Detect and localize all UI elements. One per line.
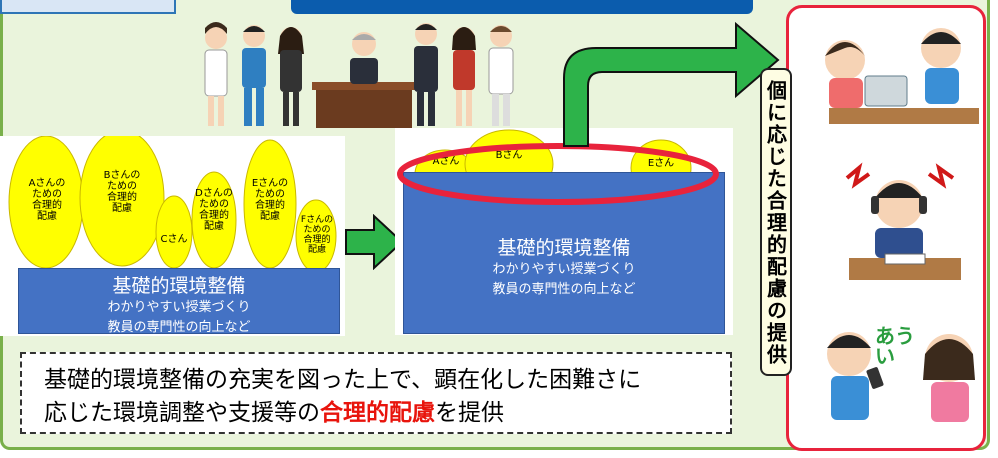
ellipse-c-label: Cさん xyxy=(160,234,188,245)
person-doctor-male xyxy=(488,25,514,126)
ellipse-b xyxy=(79,136,165,267)
kids-laptop-illustration xyxy=(825,28,979,124)
ellipse-f-label: Fさんの ための 合理的 配慮 xyxy=(300,215,334,255)
base-line2-right: 教員の専門性の向上など xyxy=(492,282,636,297)
ellipse-c xyxy=(155,195,193,269)
support-illustrations xyxy=(825,28,979,422)
person-teacher-male xyxy=(414,23,438,126)
red-highlight-oval xyxy=(397,143,719,205)
vertical-label-text: 個に応じた合理的配慮の提供 xyxy=(763,80,788,366)
base-line1: わかりやすい授業づくり xyxy=(107,300,251,315)
note-line1: 基礎的環境整備の充実を図った上で、顕在化した困難さに xyxy=(44,367,642,393)
note-line2-pre: 応じた環境調整や支援等の xyxy=(44,400,320,426)
r-ellipse-a-label: Aさん xyxy=(432,156,460,167)
base-box-left: 基礎的環境整備 わかりやすい授業づくり 教員の専門性の向上など xyxy=(18,268,340,335)
up-right-arrow xyxy=(563,21,780,147)
ellipse-e-label: Eさんの ための 合理的 配慮 xyxy=(251,178,289,222)
person-teacher-female xyxy=(452,27,476,126)
ellipse-a-label: Aさんの ための 合理的 配慮 xyxy=(28,178,66,222)
base-title-right: 基礎的環境整備 xyxy=(497,237,631,259)
left-ellipses xyxy=(8,136,337,273)
right-diagram: 基礎的環境整備 わかりやすい授業づくり 教員の専門性の向上など Aさん Bさん … xyxy=(395,128,733,335)
person-staff-female xyxy=(278,27,304,126)
note-line2: 応じた環境調整や支援等の合理的配慮を提供 xyxy=(44,397,730,430)
individual-support-panel: あうい xyxy=(786,5,986,451)
headphones-boy-illustration xyxy=(845,162,961,280)
base-line2: 教員の専門性の向上など xyxy=(107,320,251,335)
ellipse-d-label: Dさんの ための 合理的 配慮 xyxy=(195,188,233,232)
phone-conversation-illustration xyxy=(827,332,975,422)
top-center-header-tab xyxy=(291,0,753,14)
school-staff-illustration xyxy=(204,22,514,128)
top-left-header-tab xyxy=(0,0,176,14)
note-line2-post: を提供 xyxy=(435,400,504,426)
speech-bubble-text: あうい xyxy=(875,324,915,368)
person-principal xyxy=(350,32,378,84)
summary-note: 基礎的環境整備の充実を図った上で、顕在化した困難さに 応じた環境調整や支援等の合… xyxy=(20,352,732,434)
r-ellipse-b-label: Bさん xyxy=(495,150,523,161)
note-highlight: 合理的配慮 xyxy=(320,400,435,426)
base-line1-right: わかりやすい授業づくり xyxy=(492,262,636,277)
ellipse-b-label: Bさんの ための 合理的 配慮 xyxy=(103,170,141,214)
right-arrow xyxy=(345,214,404,270)
person-doctor-female xyxy=(204,22,228,126)
person-nurse-male xyxy=(242,25,266,126)
left-diagram: Aさんの ための 合理的 配慮 Bさんの ための 合理的 配慮 Cさん Dさんの… xyxy=(0,136,345,336)
base-title: 基礎的環境整備 xyxy=(112,275,246,297)
r-ellipse-e-label: Eさん xyxy=(647,158,675,169)
individual-support-label: 個に応じた合理的配慮の提供 xyxy=(760,68,792,376)
